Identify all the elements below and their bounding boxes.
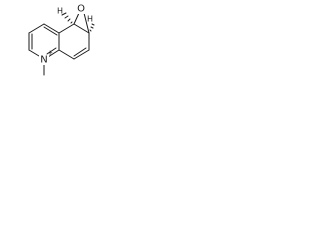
bond-c7-c8: [73, 49, 90, 60]
bond-c8-c8a: [58, 49, 75, 60]
nitrogen-charge: +: [47, 49, 53, 57]
hydrogen-right-label: H: [87, 15, 93, 24]
bond-c8a-n1: [47, 49, 60, 58]
bond-c4-c4a-double: [43, 26, 58, 36]
bond-c3-c4: [28, 23, 45, 34]
n-label-bg: [39, 55, 49, 65]
bond-c5-o: [73, 12, 80, 25]
bond-c7-c8-double: [73, 47, 87, 57]
nitrogen-label: N: [40, 55, 47, 66]
bond-c4-c4a: [43, 23, 60, 34]
hydrogen-top-label: H: [57, 7, 63, 16]
bond-c6-o: [83, 12, 90, 34]
o-label-bg: [76, 4, 87, 14]
bond-c5-c6: [73, 23, 90, 34]
chemical-structure-canvas: N + O H H: [0, 0, 95, 79]
bond-c4a-c5: [58, 23, 75, 34]
oxygen-label: O: [77, 4, 85, 15]
hashed-bond-c6-h: [89, 23, 95, 32]
structure-diagram: N + O H H: [28, 4, 95, 76]
hashed-bond-c5-h: [61, 12, 73, 24]
bond-c8a-n1-double: [46, 47, 57, 55]
